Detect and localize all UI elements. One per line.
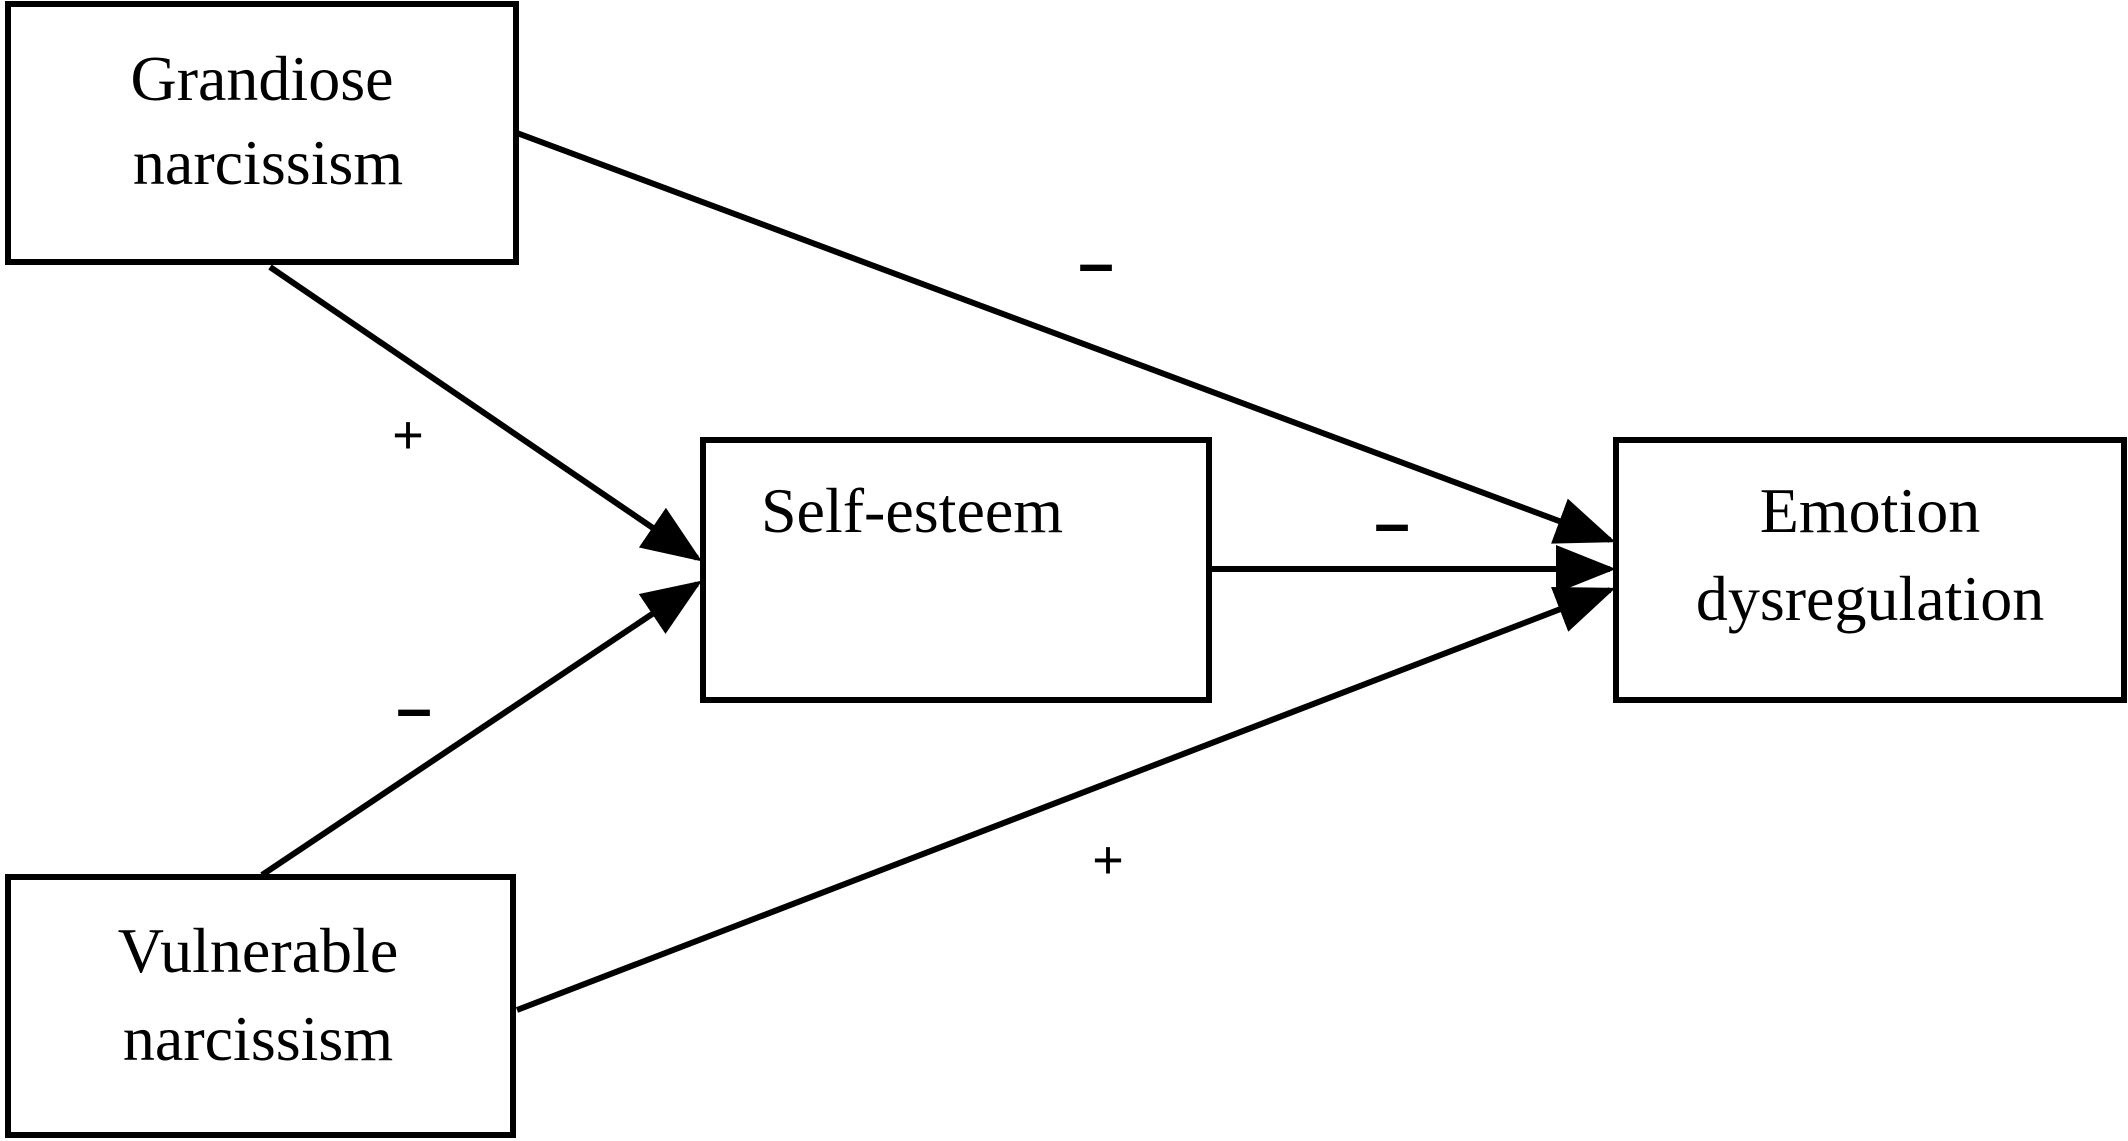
sign-self-esteem-to-emotion: – [1374, 487, 1410, 559]
sign-grandiose-to-emotion: – [1078, 227, 1114, 299]
arrow-grandiose-to-emotion [515, 130, 1616, 544]
sign-vulnerable-to-emotion: + [1092, 830, 1124, 890]
arrow-vulnerable-to-emotion [515, 586, 1616, 1013]
node-label-grandiose-line2: narcissism [133, 127, 403, 198]
node-box-emotion-dysregulation [1613, 437, 2127, 703]
node-label-emotion-line2: dysregulation [1696, 563, 2044, 634]
node-label-vulnerable-line2: narcissism [123, 1003, 393, 1074]
node-box-grandiose-narcissism [5, 1, 519, 265]
sign-vulnerable-to-self-esteem: – [396, 672, 432, 744]
arrow-vulnerable-to-self-esteem [260, 580, 702, 878]
node-label-vulnerable-line1: Vulnerable [118, 915, 398, 986]
node-box-self-esteem [700, 437, 1212, 703]
sign-grandiose-to-self-esteem: + [392, 405, 424, 465]
node-label-grandiose-line1: Grandiose [130, 43, 393, 114]
node-label-emotion-line1: Emotion [1760, 475, 1980, 546]
node-box-vulnerable-narcissism [5, 874, 516, 1138]
arrow-grandiose-to-self-esteem [268, 264, 702, 562]
node-label-self-esteem: Self-esteem [761, 475, 1063, 546]
